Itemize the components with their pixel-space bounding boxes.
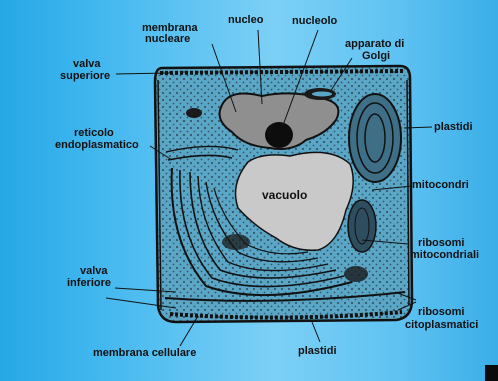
label-ribosomi-citoplasmatici-line2: citoplasmatici xyxy=(405,320,478,331)
label-plastidi-right: plastidi xyxy=(434,122,473,133)
upper-valve xyxy=(160,71,404,73)
nucleolus xyxy=(265,122,293,148)
label-reticolo-line2: endoplasmatico xyxy=(55,140,139,151)
label-ribosomi-mitocondriali-line1: ribosomi xyxy=(418,238,464,249)
label-mitocondri: mitocondri xyxy=(412,180,469,191)
label-apparato-golgi-line2: Golgi xyxy=(362,51,390,62)
label-nucleo: nucleo xyxy=(228,15,263,26)
label-ribosomi-citoplasmatici-line1: ribosomi xyxy=(418,307,464,318)
label-valva-inferiore-line2: inferiore xyxy=(67,278,111,289)
label-valva-superiore-line2: superiore xyxy=(60,71,110,82)
label-vacuolo: vacuolo xyxy=(262,190,307,201)
label-nucleolo: nucleolo xyxy=(292,16,337,27)
plastid-core xyxy=(222,234,250,250)
label-valva-superiore-line1: valva xyxy=(73,59,101,70)
label-membrana-nucleare-line2: nucleare xyxy=(145,34,190,45)
label-membrana-cellulare: membrana cellulare xyxy=(93,348,196,359)
label-valva-inferiore-line1: valva xyxy=(80,266,108,277)
label-reticolo-line1: reticolo xyxy=(74,128,114,139)
label-plastidi-bottom: plastidi xyxy=(298,346,337,357)
corner-mark xyxy=(485,365,498,381)
plastid-right xyxy=(349,94,401,182)
label-ribosomi-mitocondriali-line2: mitocondriali xyxy=(410,250,479,261)
label-apparato-golgi-line1: apparato di xyxy=(345,39,404,50)
